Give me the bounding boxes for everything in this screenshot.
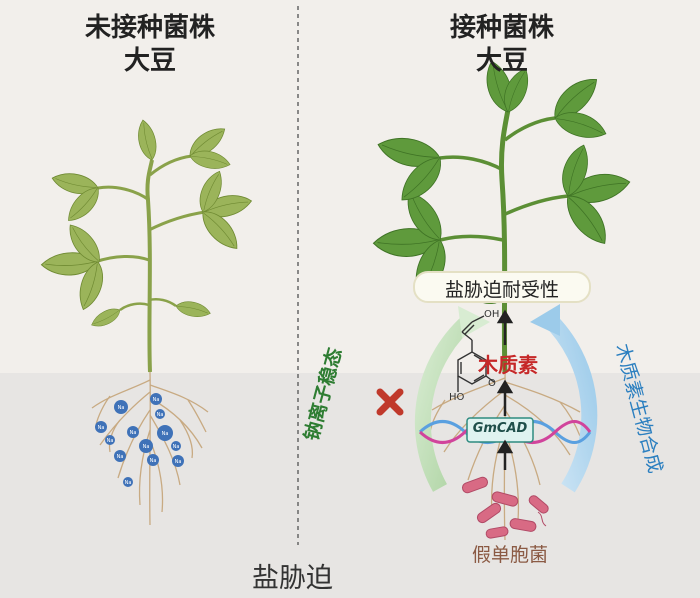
sodium-ion	[114, 450, 126, 462]
lignin-biosynthesis-arrowhead	[530, 304, 560, 336]
sodium-ion-label: Na	[98, 425, 105, 431]
untreated-petiole-low	[148, 298, 177, 308]
upregulation-arrows	[496, 309, 514, 470]
untreated-roots	[91, 371, 209, 526]
pseudomonas-bacteria	[461, 476, 549, 539]
lignin-label: 木质素	[478, 353, 538, 377]
sodium-ion	[150, 393, 162, 405]
untreated-petiole-low-left	[119, 302, 150, 312]
sodium-ion	[95, 421, 107, 433]
coniferyl-alcohol-molecule-icon	[457, 315, 495, 392]
untreated-branch-top-left	[97, 185, 150, 202]
untreated-title-line2: 大豆	[123, 46, 176, 76]
molecule-oh-top: OH	[484, 309, 500, 320]
sodium-ion	[157, 425, 173, 441]
sodium-ion-label: Na	[118, 405, 125, 411]
untreated-branch-left	[94, 255, 150, 264]
gene-label: GmCAD	[472, 421, 528, 436]
sodium-ion-label: Na	[150, 458, 157, 464]
sodium-ion-label: Na	[107, 438, 114, 444]
molecule-oh-bottom: HO	[449, 392, 465, 403]
sodium-ion	[147, 454, 159, 466]
sodium-homeostasis-arc	[414, 311, 478, 492]
inoculated-branch-right	[502, 194, 569, 217]
inhibition-cross-icon	[376, 388, 404, 416]
untreated-title: 未接种菌株 大豆	[20, 12, 280, 78]
molecule-o: O	[488, 378, 496, 389]
sodium-homeostasis-arrowhead	[458, 306, 490, 338]
sodium-ion-label: Na	[175, 459, 182, 465]
bacterium-flagellum	[537, 511, 547, 527]
untreated-stem	[145, 159, 154, 373]
sodium-ion-label: Na	[153, 397, 160, 403]
inoculated-title: 接种菌株 大豆	[372, 12, 632, 78]
inoculated-branch-top-left	[439, 155, 504, 172]
sodium-ion	[171, 441, 181, 451]
sodium-ion	[114, 400, 128, 414]
gene-box	[466, 417, 534, 443]
sodium-ion	[127, 426, 139, 438]
inoculated-title-line2: 大豆	[475, 46, 528, 76]
sodium-ion-label: Na	[117, 454, 124, 460]
sodium-ion	[155, 409, 165, 419]
inoculated-branch-left	[439, 234, 504, 242]
untreated-title-line1: 未接种菌株	[84, 13, 215, 43]
lignin-biosynthesis-arc	[542, 312, 598, 493]
untreated-branch-right	[148, 210, 206, 232]
sodium-ion-label: Na	[125, 480, 132, 486]
bacteria-label: 假单胞菌	[472, 544, 549, 566]
sodium-ion-label: Na	[130, 430, 137, 436]
inoculated-title-line1: 接种菌株	[449, 13, 554, 43]
salt-stress-label: 盐胁迫	[252, 563, 333, 594]
sodium-ion	[123, 477, 133, 487]
sodium-ion	[172, 455, 184, 467]
sodium-ion-label: Na	[143, 444, 150, 450]
sodium-ion-label: Na	[157, 412, 164, 418]
sodium-ion-label: Na	[162, 431, 169, 437]
tolerance-label: 盐胁迫耐受性	[444, 279, 559, 301]
inoculated-branch-top-right	[503, 116, 556, 142]
sodium-ion	[105, 435, 115, 445]
untreated-branch-top-right	[149, 154, 193, 177]
sodium-ion	[139, 439, 153, 453]
sodium-ion-label: Na	[173, 444, 180, 450]
tolerance-box	[413, 271, 591, 303]
